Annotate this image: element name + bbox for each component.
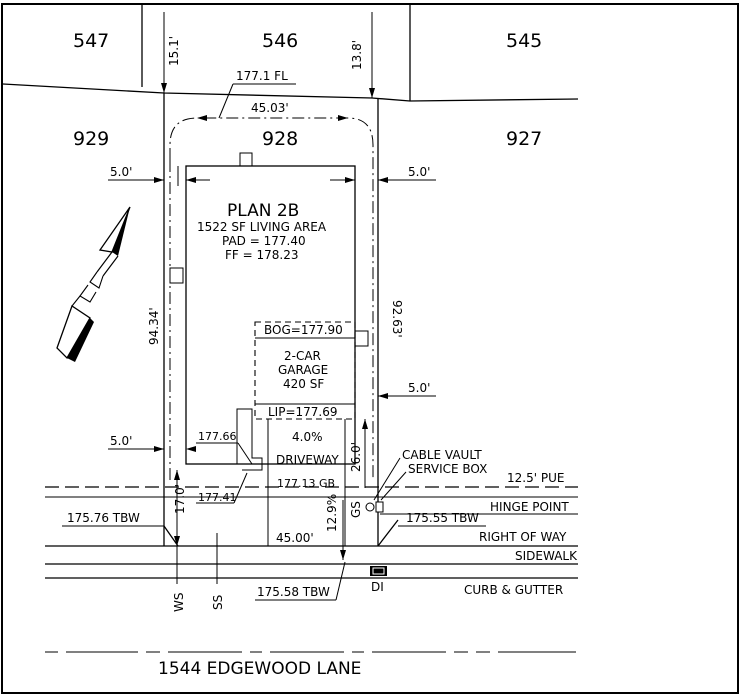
- dim-side-right-garage: 5.0': [408, 381, 430, 395]
- rear-property-line: [2, 83, 579, 102]
- house-bump-left: [169, 267, 184, 284]
- street-name: 1544 EDGEWOOD LANE: [158, 659, 361, 679]
- label-ss: SS: [211, 595, 225, 610]
- elev-177-13-gb: 177.13 GB: [277, 477, 335, 490]
- label-di: DI: [371, 580, 384, 594]
- house-bump-right: [354, 330, 369, 347]
- label-ws: WS: [172, 593, 186, 612]
- lot-corner-right: [377, 519, 399, 547]
- plan-title: PLAN 2B: [227, 201, 299, 221]
- garage-name-2: GARAGE: [278, 363, 328, 377]
- building-envelope: [169, 117, 374, 480]
- house-footprint: [185, 165, 356, 465]
- tbw-bottom: 175.58 TBW: [257, 585, 330, 599]
- label-gs: GS: [349, 501, 363, 518]
- drain-inlet: [370, 566, 387, 576]
- house-bump-top: [239, 152, 253, 167]
- garage-name-1: 2-CAR: [284, 349, 321, 363]
- label-cable-vault: CABLE VAULT: [402, 448, 482, 462]
- service-box-symbol: [375, 501, 384, 513]
- dim-front-setback: 17.0': [173, 484, 187, 514]
- lot-number-546: 546: [262, 30, 298, 52]
- garage-area: 420 SF: [283, 377, 324, 391]
- plan-ff: FF = 178.23: [225, 248, 298, 262]
- dim-side-left-bottom: 5.0': [110, 434, 132, 448]
- label-row: RIGHT OF WAY: [479, 530, 567, 544]
- lot-number-545: 545: [506, 30, 542, 52]
- label-service-box: SERVICE BOX: [408, 462, 487, 476]
- dim-width-front: 45.00': [276, 531, 314, 545]
- dim-depth-left: 94.34': [147, 307, 161, 345]
- tbw-right: 175.55 TBW: [406, 511, 479, 525]
- driveway-label: DRIVEWAY: [276, 453, 339, 467]
- plan-living-area: 1522 SF LIVING AREA: [197, 220, 327, 234]
- label-hinge: HINGE POINT: [490, 500, 569, 514]
- lot-number-547: 547: [73, 30, 109, 52]
- label-pue: 12.5' PUE: [507, 471, 564, 485]
- dim-width-rear: 45.03': [251, 101, 289, 115]
- plan-pad: PAD = 177.40: [222, 234, 306, 248]
- cable-vault-symbol: [365, 502, 375, 512]
- fl-elevation: 177.1 FL: [236, 69, 288, 83]
- lot-number-928: 928: [262, 128, 298, 150]
- driveway-left-edge: [236, 408, 263, 471]
- north-arrow-icon: [56, 206, 131, 362]
- lot-corner-left: [163, 525, 179, 547]
- dim-depth-right: 92.63': [390, 300, 404, 338]
- label-curb: CURB & GUTTER: [464, 583, 563, 597]
- lot-number-929: 929: [73, 128, 109, 150]
- dim-side-left-top: 5.0': [110, 165, 132, 179]
- tbw-left: 175.76 TBW: [67, 511, 140, 525]
- dim-rear-right: 13.8': [350, 40, 364, 70]
- garage-lip: LIP=177.69: [268, 405, 338, 419]
- elev-177-66: 177.66: [198, 430, 237, 443]
- driveway-grade: 4.0%: [292, 430, 323, 444]
- dim-driveway-depth: 26.0': [349, 442, 363, 472]
- dim-slope: 12.9%: [325, 494, 339, 532]
- garage-outline: [254, 321, 356, 420]
- dim-side-right-top: 5.0': [408, 165, 430, 179]
- garage-bog: BOG=177.90: [264, 323, 343, 337]
- label-sidewalk: SIDEWALK: [515, 549, 578, 563]
- dim-rear-left: 15.1': [167, 36, 181, 66]
- drawing-frame: [1, 3, 739, 694]
- lot-number-927: 927: [506, 128, 542, 150]
